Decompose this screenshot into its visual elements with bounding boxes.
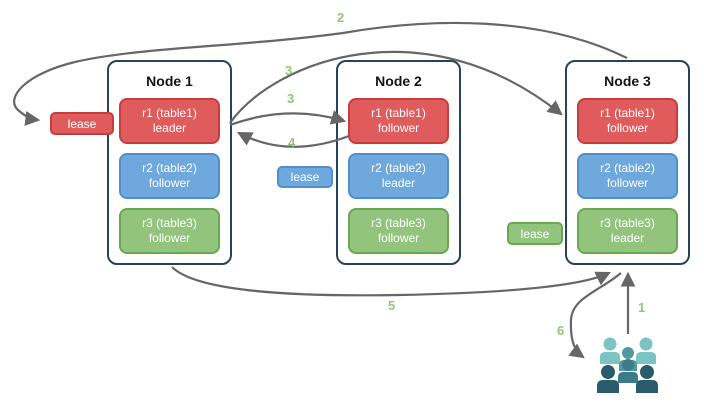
- arrow-step-6: [568, 272, 622, 359]
- step-label-1: 1: [638, 300, 646, 315]
- step-label-2: 2: [337, 10, 345, 25]
- lease-tag-table1: lease: [50, 112, 114, 135]
- replica-role: leader: [610, 231, 645, 245]
- step-label-6: 6: [557, 323, 565, 338]
- lease-tag-table3: lease: [507, 222, 563, 245]
- node-1-replica-r3: r3 (table3) follower: [119, 208, 220, 254]
- node-3-replica-r1: r1 (table1) follower: [577, 98, 678, 144]
- replica-role: follower: [377, 231, 420, 245]
- node-3-replica-r2: r2 (table2) follower: [577, 153, 678, 199]
- step-label-4: 4: [288, 135, 296, 150]
- replica-role: follower: [606, 176, 649, 190]
- step-label-3b: 3: [287, 91, 295, 106]
- node-2-replica-r3: r3 (table3) follower: [348, 208, 449, 254]
- replica-role: follower: [606, 121, 649, 135]
- node-2: Node 2 r1 (table1) follower r2 (table2) …: [336, 60, 461, 265]
- arrow-step-3-to-node2: [229, 110, 347, 127]
- replica-name: r3 (table3): [142, 216, 197, 230]
- step-label-5: 5: [388, 298, 396, 313]
- replica-name: r1 (table1): [600, 106, 655, 120]
- replica-name: r2 (table2): [371, 161, 426, 175]
- lease-tag-table2: lease: [277, 166, 333, 188]
- node-2-replica-r1: r1 (table1) follower: [348, 98, 449, 144]
- replica-role: follower: [377, 121, 420, 135]
- replica-role: leader: [381, 176, 416, 190]
- node-1: Node 1 r1 (table1) leader r2 (table2) fo…: [107, 60, 232, 265]
- node-1-replica-r1: r1 (table1) leader: [119, 98, 220, 144]
- node-1-replica-r2: r2 (table2) follower: [119, 153, 220, 199]
- node-2-title: Node 2: [375, 73, 422, 89]
- node-2-replica-r2: r2 (table2) leader: [348, 153, 449, 199]
- replica-role: leader: [152, 121, 187, 135]
- node-1-title: Node 1: [146, 73, 193, 89]
- arrow-step-5: [171, 266, 612, 297]
- step-label-3a: 3: [285, 63, 293, 78]
- replica-name: r3 (table3): [371, 216, 426, 230]
- replica-name: r2 (table2): [600, 161, 655, 175]
- replica-role: follower: [148, 231, 191, 245]
- node-3-replica-r3: r3 (table3) leader: [577, 208, 678, 254]
- replica-role: follower: [148, 176, 191, 190]
- replica-name: r3 (table3): [600, 216, 655, 230]
- node-3: Node 3 r1 (table1) follower r2 (table2) …: [565, 60, 690, 265]
- replica-name: r1 (table1): [142, 106, 197, 120]
- replica-name: r2 (table2): [142, 161, 197, 175]
- node-3-title: Node 3: [604, 73, 651, 89]
- users-icon: [597, 337, 658, 393]
- replica-name: r1 (table1): [371, 106, 426, 120]
